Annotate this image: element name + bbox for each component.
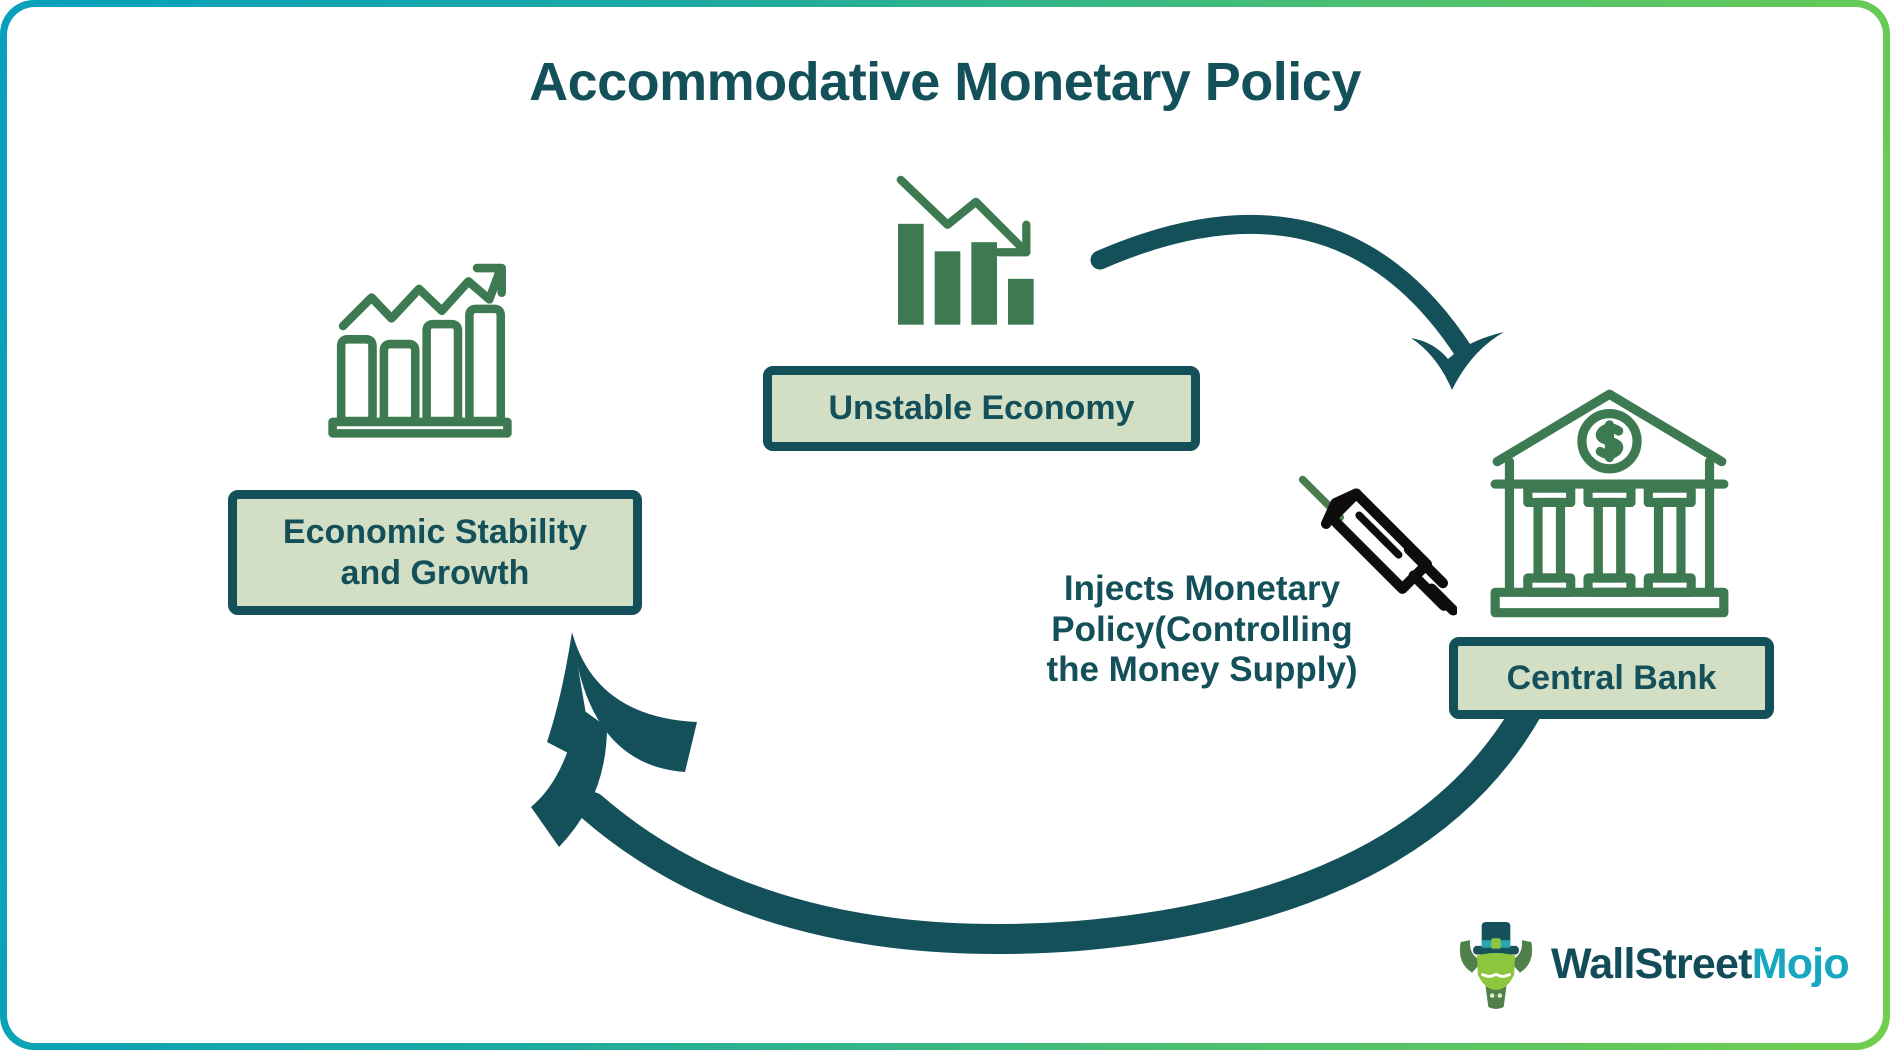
infographic-canvas: Accommodative Monetary Policy — [7, 7, 1883, 1043]
wallstreetmojo-logo[interactable]: WallStreetMojo — [1453, 917, 1853, 1012]
node-economic-stability-label: Economic Stability and Growth — [283, 512, 587, 592]
logo-text-mojo: Mojo — [1751, 940, 1850, 988]
caption-line-3: the Money Supply) — [1046, 650, 1358, 690]
node-central-bank-label: Central Bank — [1506, 658, 1717, 697]
wallstreetmojo-wordmark: WallStreetMojo — [1551, 940, 1850, 989]
logo-text-wallstreet: WallStreet — [1551, 940, 1752, 988]
node-central-bank[interactable]: Central Bank — [1449, 637, 1774, 719]
node-economic-stability-label-line2: and Growth — [340, 553, 530, 592]
node-unstable-economy[interactable]: Unstable Economy — [763, 366, 1200, 451]
node-economic-stability-label-line1: Economic Stability — [282, 513, 588, 552]
declining-bar-chart-icon — [887, 167, 1052, 332]
syringe-icon — [1297, 472, 1459, 632]
node-economic-stability[interactable]: Economic Stability and Growth — [228, 490, 642, 615]
page-title: Accommodative Monetary Policy — [529, 52, 1361, 112]
caption-line-2: Policy(Controlling — [1051, 609, 1353, 649]
bull-with-top-hat-icon — [1459, 921, 1533, 1009]
growth-bar-chart-icon — [325, 250, 515, 440]
injects-monetary-policy-caption: Injects Monetary Policy(Controlling the … — [1007, 569, 1397, 691]
caption-line-1: Injects Monetary — [1063, 569, 1341, 608]
node-unstable-economy-label: Unstable Economy — [828, 389, 1135, 428]
bank-building-icon — [1487, 382, 1732, 627]
